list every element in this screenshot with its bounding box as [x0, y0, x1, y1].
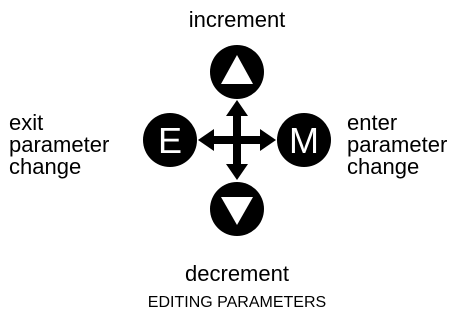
decrement-button[interactable]: [210, 182, 264, 236]
figure-caption: EDITING PARAMETERS: [147, 294, 327, 311]
triangle-down-icon: [221, 197, 253, 225]
exit-button-letter: E: [158, 120, 182, 161]
enter-parameter-change-label: enter parameter change: [347, 112, 447, 178]
enter-button-letter: M: [289, 120, 319, 161]
exit-parameter-change-label: exit parameter change: [9, 112, 109, 178]
label-line: change: [347, 154, 420, 179]
label-line: parameter: [347, 132, 448, 157]
label-line: exit: [9, 110, 44, 135]
four-way-arrow-icon: [198, 100, 276, 180]
label-line: parameter: [9, 132, 110, 157]
label-line: enter: [347, 110, 398, 135]
increment-label: increment: [188, 7, 286, 32]
decrement-label: decrement: [185, 261, 289, 286]
enter-button[interactable]: M: [277, 113, 331, 167]
exit-button[interactable]: E: [143, 113, 197, 167]
increment-button[interactable]: [210, 45, 264, 99]
triangle-up-icon: [221, 55, 253, 84]
label-line: change: [9, 154, 82, 179]
